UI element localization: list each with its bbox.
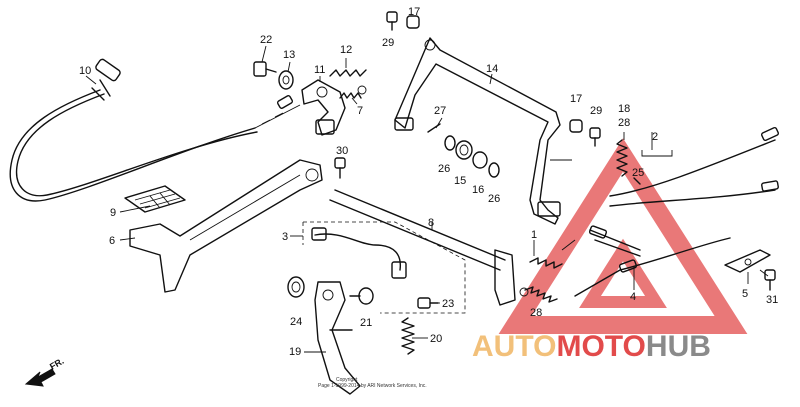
pin-25: [633, 177, 641, 185]
callout-30: 30: [336, 145, 348, 157]
watermark-moto-text: MOTO: [556, 330, 645, 363]
shaft-8: [329, 189, 516, 306]
watermark-logo: AUTOMOTOHUB: [472, 330, 711, 363]
spring-28-lower: [519, 286, 558, 303]
leader-lines: [85, 45, 769, 353]
collar-24: [287, 276, 305, 298]
spring-20: [401, 317, 415, 355]
callout-28-upper: 28: [618, 117, 630, 129]
bracket-11: [301, 79, 346, 136]
callout-26-left: 26: [438, 163, 450, 175]
front-arrow-icon: FR.: [24, 356, 66, 387]
copyright-line-2: Page 1-1999-2014 by ARI Network Services…: [318, 383, 427, 389]
bolt-29-right: [589, 127, 601, 147]
callout-18: 18: [618, 103, 630, 115]
callout-5: 5: [742, 288, 748, 300]
callout-19: 19: [289, 346, 301, 358]
callout-26-right: 26: [488, 193, 500, 205]
callout-22: 22: [260, 34, 272, 46]
bracket-5: [724, 249, 771, 273]
callout-15: 15: [454, 175, 466, 187]
front-indicator-text: FR.: [48, 356, 66, 372]
callout-labels: 10 22 13 11 12 7 17 29 14 27 26 15 16 26…: [79, 6, 778, 358]
pedal-6: [129, 159, 323, 293]
callout-28-lower: 28: [530, 307, 542, 319]
nut-17-top: [406, 15, 420, 29]
callout-12: 12: [340, 44, 352, 56]
spring-1: [529, 239, 576, 269]
bolt-22: [253, 61, 277, 77]
spring-12: [329, 69, 367, 77]
callout-20: 20: [430, 333, 442, 345]
callout-21: 21: [360, 317, 372, 329]
callout-13: 13: [283, 49, 295, 61]
callout-16: 16: [472, 184, 484, 196]
copyright-line-1: Copyright: [336, 377, 358, 383]
callout-1: 1: [531, 229, 537, 241]
callout-4: 4: [630, 291, 636, 303]
callout-11: 11: [314, 64, 325, 76]
bolt-31: [764, 269, 776, 291]
watermark-auto-text: AUTO: [472, 330, 556, 363]
watermark-auto: AUTOMOTOHUB: [472, 330, 711, 363]
spring-18: [616, 139, 628, 177]
nut-21: [349, 287, 374, 305]
washer-26-left: [444, 135, 456, 151]
callout-8: 8: [428, 217, 434, 229]
callout-3: 3: [282, 231, 288, 243]
cable-10: [9, 58, 301, 202]
callout-2: 2: [652, 131, 658, 143]
spring-7: [339, 85, 367, 99]
collar-13: [278, 70, 294, 90]
callout-25: 25: [632, 167, 644, 179]
cable-2: [609, 126, 779, 207]
callout-27: 27: [434, 105, 446, 117]
pedal-rubber-9: [124, 185, 186, 213]
collar-15: [455, 140, 473, 160]
callout-7: 7: [357, 105, 363, 117]
callout-10: 10: [79, 65, 91, 77]
bolt-30: [334, 157, 346, 179]
callout-14: 14: [486, 63, 498, 75]
callout-24: 24: [290, 316, 302, 328]
watermark-triangle-icon: [498, 138, 748, 334]
callout-17-top: 17: [408, 6, 420, 18]
stand-14: [394, 37, 572, 225]
cable-4: [574, 225, 731, 297]
washer-26-right: [488, 162, 500, 178]
watermark-hub-text: HUB: [646, 330, 711, 363]
callout-9: 9: [110, 207, 116, 219]
collar-16: [472, 151, 488, 169]
nut-17-right: [569, 119, 583, 133]
side-stand-19: [314, 281, 361, 395]
switch-box-3: [302, 221, 466, 314]
bolt-29-top: [386, 11, 398, 31]
callout-29-right: 29: [590, 105, 602, 117]
callout-17-right: 17: [570, 93, 582, 105]
callout-23: 23: [442, 298, 454, 310]
callout-31: 31: [766, 294, 778, 306]
callout-6: 6: [109, 235, 115, 247]
callout-29-top: 29: [382, 37, 394, 49]
